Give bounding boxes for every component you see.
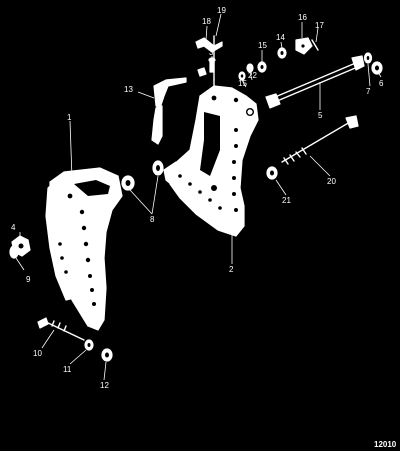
callout-labels: 1 2 3 4 5 6 7 8 9 10 11 12 13 14 15 15 1…	[11, 6, 384, 390]
washer-8-left	[121, 175, 135, 191]
callout-19: 19	[217, 6, 226, 15]
nut-21	[266, 166, 278, 180]
nut-12	[101, 348, 113, 362]
callout-3: 3	[209, 48, 214, 57]
callout-15a: 15	[238, 79, 247, 88]
callout-9: 9	[26, 275, 31, 284]
washer-11	[84, 339, 94, 351]
callout-22: 22	[248, 71, 257, 80]
callout-6: 6	[379, 79, 384, 88]
figure-number: 12010	[374, 440, 397, 449]
callout-2: 2	[229, 265, 234, 274]
right-bracket	[163, 85, 259, 237]
callout-16: 16	[298, 13, 307, 22]
callout-10: 10	[33, 349, 42, 358]
washer-15-right	[257, 61, 267, 73]
callout-13: 13	[124, 85, 133, 94]
left-bracket	[45, 167, 123, 331]
callout-5: 5	[318, 111, 323, 120]
callout-20: 20	[327, 177, 336, 186]
through-bolt	[281, 115, 359, 165]
washer-9	[9, 245, 19, 259]
callout-15b: 15	[258, 41, 267, 50]
callout-17: 17	[315, 21, 324, 30]
nut-6	[371, 61, 383, 75]
cam-16	[295, 37, 313, 55]
callout-1: 1	[67, 113, 72, 122]
callout-4: 4	[11, 223, 16, 232]
washer-7	[363, 52, 373, 64]
callout-18: 18	[202, 17, 211, 26]
callout-14: 14	[276, 33, 285, 42]
tilt-tube	[265, 55, 365, 109]
nut-14	[277, 47, 287, 59]
callout-11: 11	[63, 365, 72, 374]
callout-21: 21	[282, 196, 291, 205]
bolt-10	[37, 317, 85, 341]
callout-7: 7	[366, 87, 371, 96]
callout-8: 8	[150, 215, 155, 224]
washer-8-right	[152, 160, 164, 176]
leader-lines	[15, 13, 382, 381]
washer-15-left	[238, 71, 246, 81]
lock-plate-18	[195, 37, 223, 53]
callout-12: 12	[100, 381, 109, 390]
small-pin-13	[197, 67, 207, 77]
tilt-lock-lever	[151, 77, 187, 145]
pin-17	[311, 39, 319, 51]
